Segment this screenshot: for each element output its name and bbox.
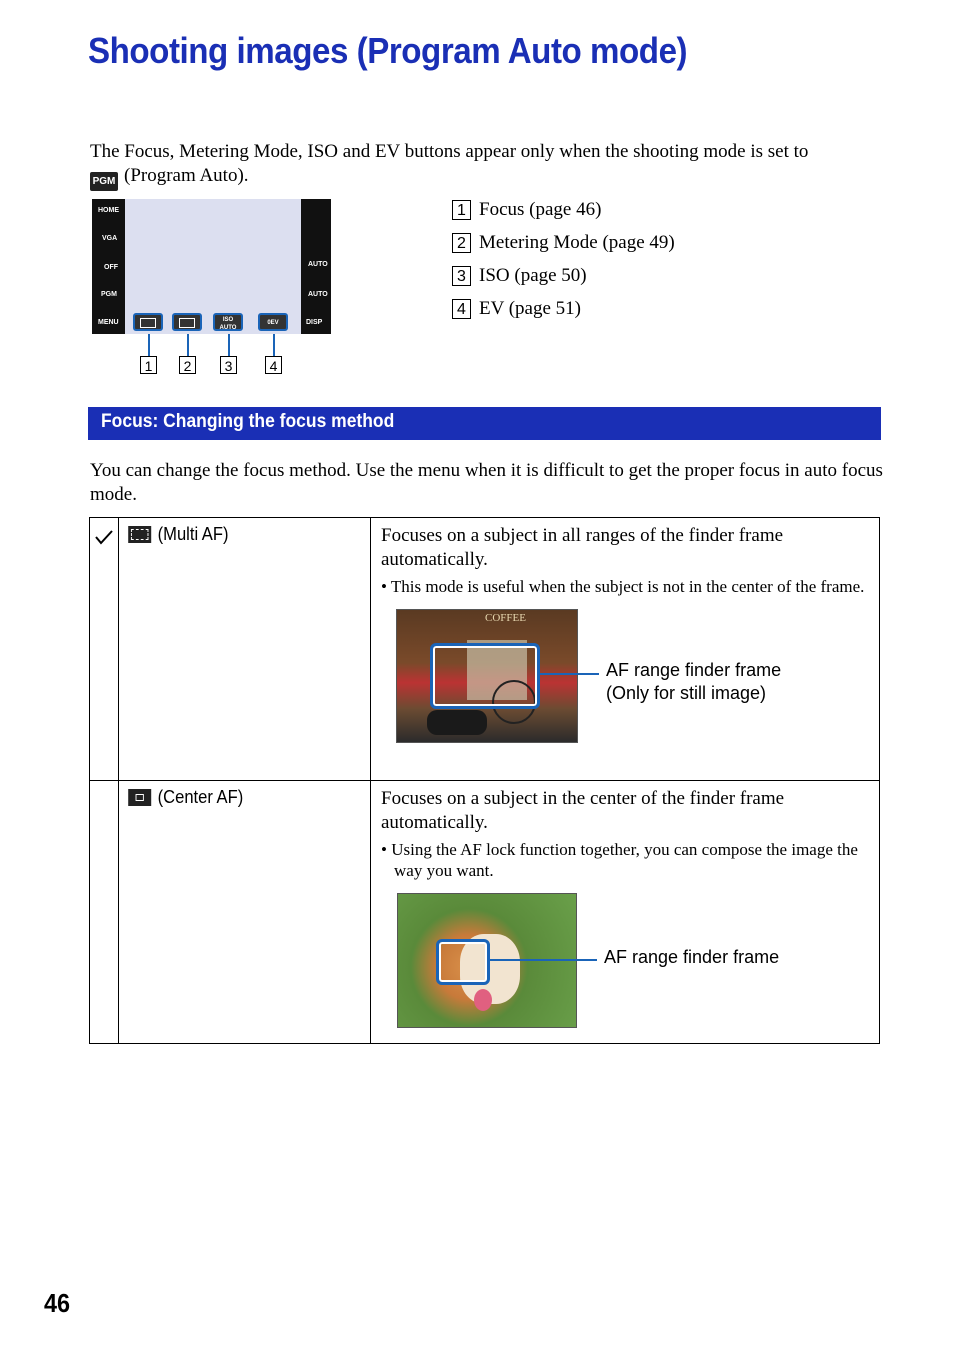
- center-af-icon: [128, 789, 152, 806]
- bullet-note: • This mode is useful when the subject i…: [381, 577, 865, 596]
- default-marker-cell: [89, 517, 119, 781]
- legend-text: EV (page 51): [479, 297, 582, 319]
- table-row: (Center AF) Focuses on a subject in the …: [89, 780, 880, 1044]
- mode-name-center-af: (Center AF): [119, 781, 350, 808]
- legend-num: 3: [452, 265, 471, 286]
- legend-text: Focus (page 46): [479, 198, 602, 220]
- self-timer-off-label: OFF: [104, 264, 118, 271]
- example-photo-area: AF range finder frame: [371, 881, 879, 1041]
- intro-paragraph: The Focus, Metering Mode, ISO and EV but…: [90, 140, 890, 191]
- page-title: Shooting images (Program Auto mode): [88, 30, 688, 71]
- screen-viewfinder: [125, 199, 301, 334]
- default-marker-cell: [89, 780, 119, 1044]
- iso-button-icon: ISO AUTO: [213, 313, 243, 331]
- af-callout-line: [539, 673, 599, 675]
- af-label-line-1: AF range finder frame: [604, 947, 780, 967]
- af-range-frame: [430, 643, 540, 709]
- legend-text: ISO (page 50): [479, 264, 587, 286]
- section-heading: Focus: Changing the focus method: [101, 411, 395, 432]
- af-label-line-2: (Only for still image): [606, 683, 767, 703]
- camera-screen-illustration: HOME VGA OFF PGM MENU AUTO AUTO DISP ISO…: [92, 199, 331, 334]
- pgm-label: PGM: [101, 291, 117, 298]
- scene-auto-label: AUTO: [308, 291, 328, 298]
- legend-num: 2: [452, 232, 471, 253]
- legend-text: Metering Mode (page 49): [479, 231, 675, 253]
- af-range-frame: [436, 939, 490, 985]
- callout-2: 2: [179, 356, 196, 374]
- af-label: AF range finder frame (Only for still im…: [606, 659, 781, 705]
- focus-button-icon: [133, 313, 163, 331]
- checkmark-icon: [95, 530, 113, 545]
- callout-3: 3: [220, 356, 237, 374]
- mode-label: (Multi AF): [157, 524, 229, 544]
- callout-4: 4: [265, 356, 282, 374]
- mode-description: Focuses on a subject in the center of th…: [371, 781, 879, 881]
- section-heading-bar: Focus: Changing the focus method: [88, 407, 881, 440]
- pgm-icon: PGM: [90, 172, 118, 191]
- ev-button-icon: 0EV: [258, 313, 288, 331]
- callout-line-4: [273, 334, 275, 356]
- legend-item: 3 ISO (page 50): [452, 259, 675, 292]
- focus-modes-table: (Multi AF) Focuses on a subject in all r…: [89, 517, 880, 1044]
- home-label: HOME: [98, 207, 119, 214]
- mode-description: Focuses on a subject in all ranges of th…: [371, 518, 879, 597]
- photo-sign: COFFEE: [485, 612, 526, 624]
- legend-item: 1 Focus (page 46): [452, 193, 675, 226]
- disp-label: DISP: [306, 319, 323, 326]
- mode-label: (Center AF): [157, 787, 244, 807]
- description-text: Focuses on a subject in the center of th…: [381, 788, 785, 833]
- menu-label: MENU: [98, 319, 119, 326]
- callout-1: 1: [140, 356, 157, 374]
- legend-num: 1: [452, 199, 471, 220]
- page-number: 46: [44, 1288, 71, 1318]
- legend-num: 4: [452, 298, 471, 319]
- callout-line-1: [148, 334, 150, 356]
- cafe-photo: COFFEE: [396, 609, 578, 743]
- multi-af-icon: [128, 526, 152, 543]
- legend-item: 2 Metering Mode (page 49): [452, 226, 675, 259]
- section-intro: You can change the focus method. Use the…: [90, 460, 883, 505]
- flash-auto-label: AUTO: [308, 261, 328, 268]
- callout-line-3: [228, 334, 230, 356]
- af-label-line-1: AF range finder frame: [606, 660, 782, 680]
- mode-name-multi-af: (Multi AF): [119, 518, 350, 545]
- legend-item: 4 EV (page 51): [452, 292, 675, 325]
- button-legend: 1 Focus (page 46) 2 Metering Mode (page …: [452, 193, 675, 325]
- callout-line-2: [187, 334, 189, 356]
- intro-text: The Focus, Metering Mode, ISO and EV but…: [90, 141, 809, 162]
- af-label: AF range finder frame: [604, 946, 779, 969]
- example-photo-area: COFFEE AF range finder frame (Only for s…: [371, 597, 879, 757]
- bullet-note: • Using the AF lock function together, y…: [381, 840, 858, 880]
- intro-suffix: (Program Auto).: [124, 165, 249, 186]
- table-row: (Multi AF) Focuses on a subject in all r…: [89, 517, 880, 781]
- metering-button-icon: [172, 313, 202, 331]
- vga-label: VGA: [102, 235, 118, 242]
- af-callout-line: [487, 959, 597, 961]
- description-text: Focuses on a subject in all ranges of th…: [381, 525, 784, 570]
